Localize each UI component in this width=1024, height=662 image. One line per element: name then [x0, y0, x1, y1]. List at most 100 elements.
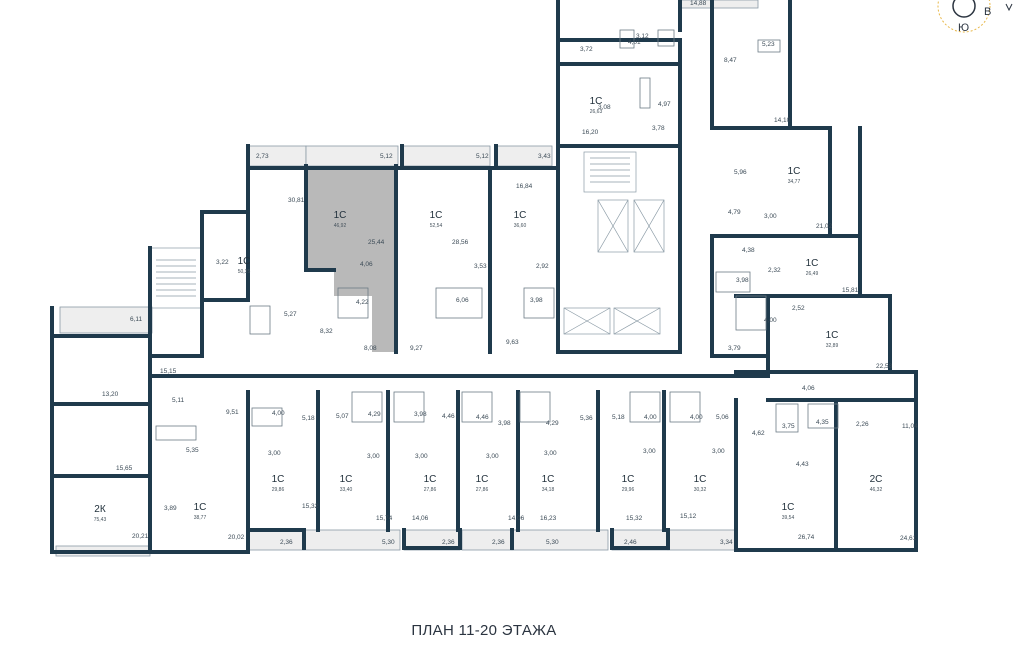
- room-dimension-label: 5,35: [186, 447, 199, 454]
- room-dimension-label: 15,81: [842, 287, 859, 294]
- unit-area-label: 32,89: [826, 343, 839, 349]
- room-dimension-label: 3,08: [598, 104, 611, 111]
- room-dimension-label: 3,00: [268, 450, 281, 457]
- unit-area-label: 50,35: [238, 269, 251, 275]
- room-dimension-label: 3,98: [530, 297, 543, 304]
- room-dimension-label: 2,36: [442, 539, 455, 546]
- room-dimension-label: 2,73: [256, 153, 269, 160]
- room-dimension-label: 5,23: [762, 41, 775, 48]
- room-dimension-label: 4,79: [728, 209, 741, 216]
- room-dimension-label: 5,30: [382, 539, 395, 546]
- room-dimension-label: 3,00: [643, 448, 656, 455]
- room-dimension-label: 4,00: [690, 414, 703, 421]
- stair-cores: [149, 151, 665, 335]
- room-dimension-label: 4,01: [628, 39, 641, 46]
- room-dimension-label: 6,11: [130, 316, 143, 323]
- room-dimension-label: 2,52: [792, 305, 805, 312]
- room-dimension-label: 4,46: [442, 413, 455, 420]
- room-dimension-label: 6,06: [456, 297, 469, 304]
- unit-type-label: 1С: [782, 502, 795, 513]
- compass-south-label: Ю: [958, 22, 970, 34]
- unit-type-label: 2С: [870, 474, 883, 485]
- room-dimension-label: 16,20: [582, 129, 599, 136]
- unit-type-label: 1С: [694, 474, 707, 485]
- room-dimension-label: 3,00: [415, 453, 428, 460]
- room-dimension-label: 15,74: [376, 515, 393, 522]
- room-dimension-label: 3,00: [544, 450, 557, 457]
- room-dimension-label: 11,04: [902, 423, 918, 430]
- unit-type-label: 1С: [430, 210, 443, 221]
- unit-area-label: 52,54: [430, 223, 443, 229]
- room-dimension-label: 30,81: [288, 197, 305, 204]
- unit-area-label: 46,32: [870, 487, 883, 493]
- room-dimension-label: 5,12: [476, 153, 489, 160]
- unit-labels: 1С26,631С34,771С46,921С52,541С36,601С50,…: [94, 96, 883, 523]
- room-dimension-label: 4,22: [356, 299, 369, 306]
- room-dimension-label: 4,29: [546, 420, 559, 427]
- room-dimension-label: 25,44: [368, 239, 385, 246]
- room-dimension-label: 15,65: [116, 465, 133, 472]
- room-dimension-label: 2,26: [856, 421, 869, 428]
- unit-type-label: 1С: [826, 330, 839, 341]
- room-dimension-label: 8,32: [320, 328, 333, 335]
- unit-area-label: 26,49: [806, 271, 819, 277]
- room-dimension-label: 28,56: [452, 239, 469, 246]
- room-dimension-label: 9,51: [226, 409, 239, 416]
- unit-area-label: 29,96: [622, 487, 635, 493]
- room-dimension-label: 3,00: [764, 213, 777, 220]
- unit-type-label: 1С: [590, 96, 603, 107]
- highlighted-apartment[interactable]: [306, 166, 396, 352]
- unit-type-label: 1С: [340, 474, 353, 485]
- room-dimension-label: 5,18: [612, 414, 625, 421]
- room-dimension-label: 4,35: [816, 419, 829, 426]
- unit-type-label: 1С: [806, 258, 819, 269]
- room-dimension-label: 15,15: [160, 368, 177, 375]
- room-dimension-label: 20,21: [132, 533, 149, 540]
- room-dimension-label: 14,10: [774, 117, 791, 124]
- room-dimension-label: 22,58: [876, 363, 893, 370]
- unit-type-label: 2К: [94, 504, 106, 515]
- unit-area-label: 34,18: [542, 487, 555, 493]
- unit-area-label: 75,43: [94, 517, 107, 523]
- unit-area-label: 33,40: [340, 487, 353, 493]
- room-dimension-label: 4,62: [752, 430, 765, 437]
- room-dimension-label: 3,79: [728, 345, 741, 352]
- unit-area-label: 46,92: [334, 223, 347, 229]
- room-dimension-label: 3,98: [414, 411, 427, 418]
- room-dimension-label: 4,43: [796, 461, 809, 468]
- room-dimension-label: 8,08: [364, 345, 377, 352]
- room-dimension-label: 14,06: [412, 515, 429, 522]
- unit-type-label: 1С: [334, 210, 347, 221]
- plan-title: ПЛАН 11-20 ЭТАЖА: [411, 622, 557, 639]
- fixtures: [155, 29, 839, 441]
- room-dimension-label: 16,23: [540, 515, 557, 522]
- room-dimension-label: 5,36: [580, 415, 593, 422]
- unit-type-label: 1С: [514, 210, 527, 221]
- room-dimension-label: 4,38: [742, 247, 755, 254]
- unit-type-label: 1С: [622, 474, 635, 485]
- room-dimension-label: 3,43: [538, 153, 551, 160]
- room-dimension-label: 3,00: [367, 453, 380, 460]
- room-dimension-label: 9,63: [506, 339, 519, 346]
- room-dimension-label: 15,32: [626, 515, 643, 522]
- unit-type-label: 1С: [542, 474, 555, 485]
- room-dimension-label: 3,53: [474, 263, 487, 270]
- room-dimension-label: 14,06: [508, 515, 525, 522]
- room-dimension-label: 5,12: [380, 153, 393, 160]
- walls: [50, 0, 918, 554]
- unit-type-label: 1С: [424, 474, 437, 485]
- room-dimension-label: 24,61: [900, 535, 917, 542]
- unit-area-label: 27,86: [476, 487, 489, 493]
- room-dimension-label: 3,00: [712, 448, 725, 455]
- room-dimension-label: 5,18: [302, 415, 315, 422]
- room-dimension-label: 4,06: [802, 385, 815, 392]
- room-dimension-label: 3,22: [216, 259, 229, 266]
- room-dimension-label: 15,32: [302, 503, 319, 510]
- unit-type-label: 1С: [194, 502, 207, 513]
- unit-type-label: 1С: [238, 256, 251, 267]
- room-dimension-label: 8,47: [724, 57, 737, 64]
- room-dimension-label: 14,88: [690, 0, 707, 7]
- room-dimension-label: 3,00: [486, 453, 499, 460]
- room-dimension-label: 4,97: [658, 101, 671, 108]
